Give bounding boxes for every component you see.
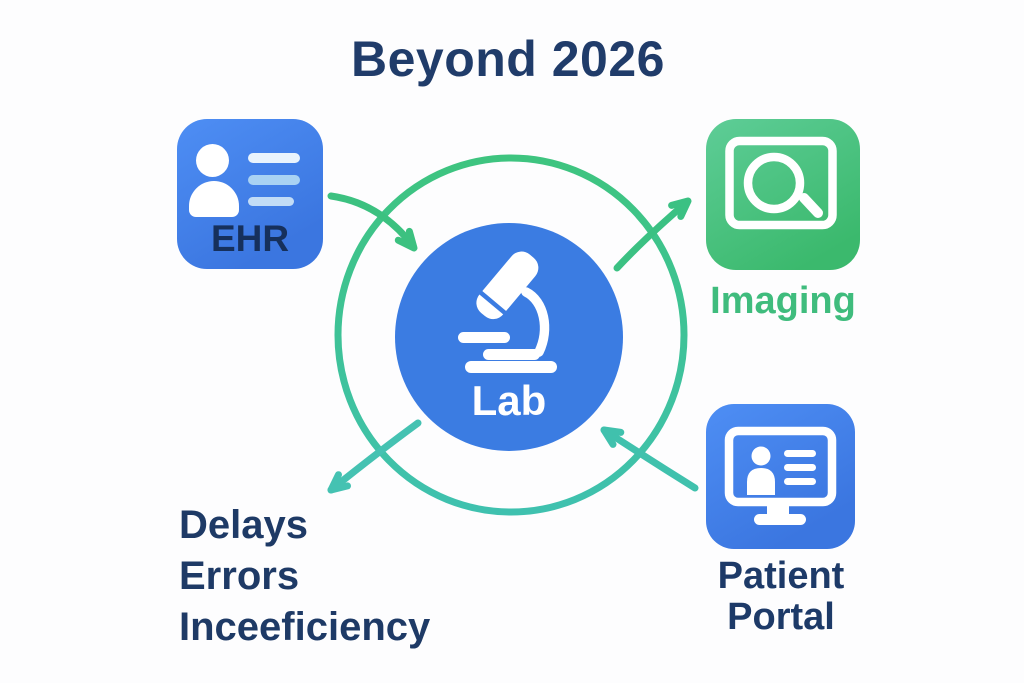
person-body-shape bbox=[189, 181, 239, 217]
arrowhead-icon bbox=[327, 471, 351, 494]
microscope-icon bbox=[458, 251, 557, 373]
arrow-lab-to-issues bbox=[327, 419, 422, 494]
arrowhead-icon bbox=[668, 197, 692, 220]
issue-item: Inceeficiency bbox=[179, 605, 431, 649]
record-line bbox=[248, 153, 300, 163]
arrow-portal-to-lab bbox=[600, 426, 699, 492]
ehr-label: EHR bbox=[210, 218, 290, 259]
issue-item: Delays bbox=[179, 503, 308, 547]
node-lab: Lab bbox=[395, 223, 623, 451]
patient-portal-label-line1: Patient bbox=[717, 555, 845, 597]
page-title: Beyond 2026 bbox=[351, 31, 665, 87]
patient-portal-label: Patient Portal bbox=[681, 556, 881, 638]
issue-item: Errors bbox=[179, 554, 300, 598]
node-imaging bbox=[706, 119, 860, 270]
arrow-lab-to-imaging bbox=[613, 197, 692, 272]
arrow-ehr-to-lab bbox=[327, 192, 418, 252]
issues-list: Delays Errors Inceeficiency bbox=[179, 500, 430, 653]
monitor-account-icon bbox=[724, 426, 837, 525]
arrowhead-icon bbox=[394, 227, 418, 252]
scan-lens-icon bbox=[725, 136, 837, 230]
record-line bbox=[248, 175, 300, 185]
node-ehr: EHR bbox=[177, 119, 323, 269]
lab-label: Lab bbox=[471, 377, 547, 424]
cycle-circle bbox=[334, 154, 688, 516]
imaging-label: Imaging bbox=[710, 280, 856, 322]
node-patient-portal bbox=[706, 404, 855, 549]
person-head-shape bbox=[196, 144, 229, 177]
patient-portal-label-line2: Portal bbox=[727, 596, 835, 638]
record-line bbox=[248, 197, 294, 206]
arrowhead-icon bbox=[600, 426, 625, 448]
